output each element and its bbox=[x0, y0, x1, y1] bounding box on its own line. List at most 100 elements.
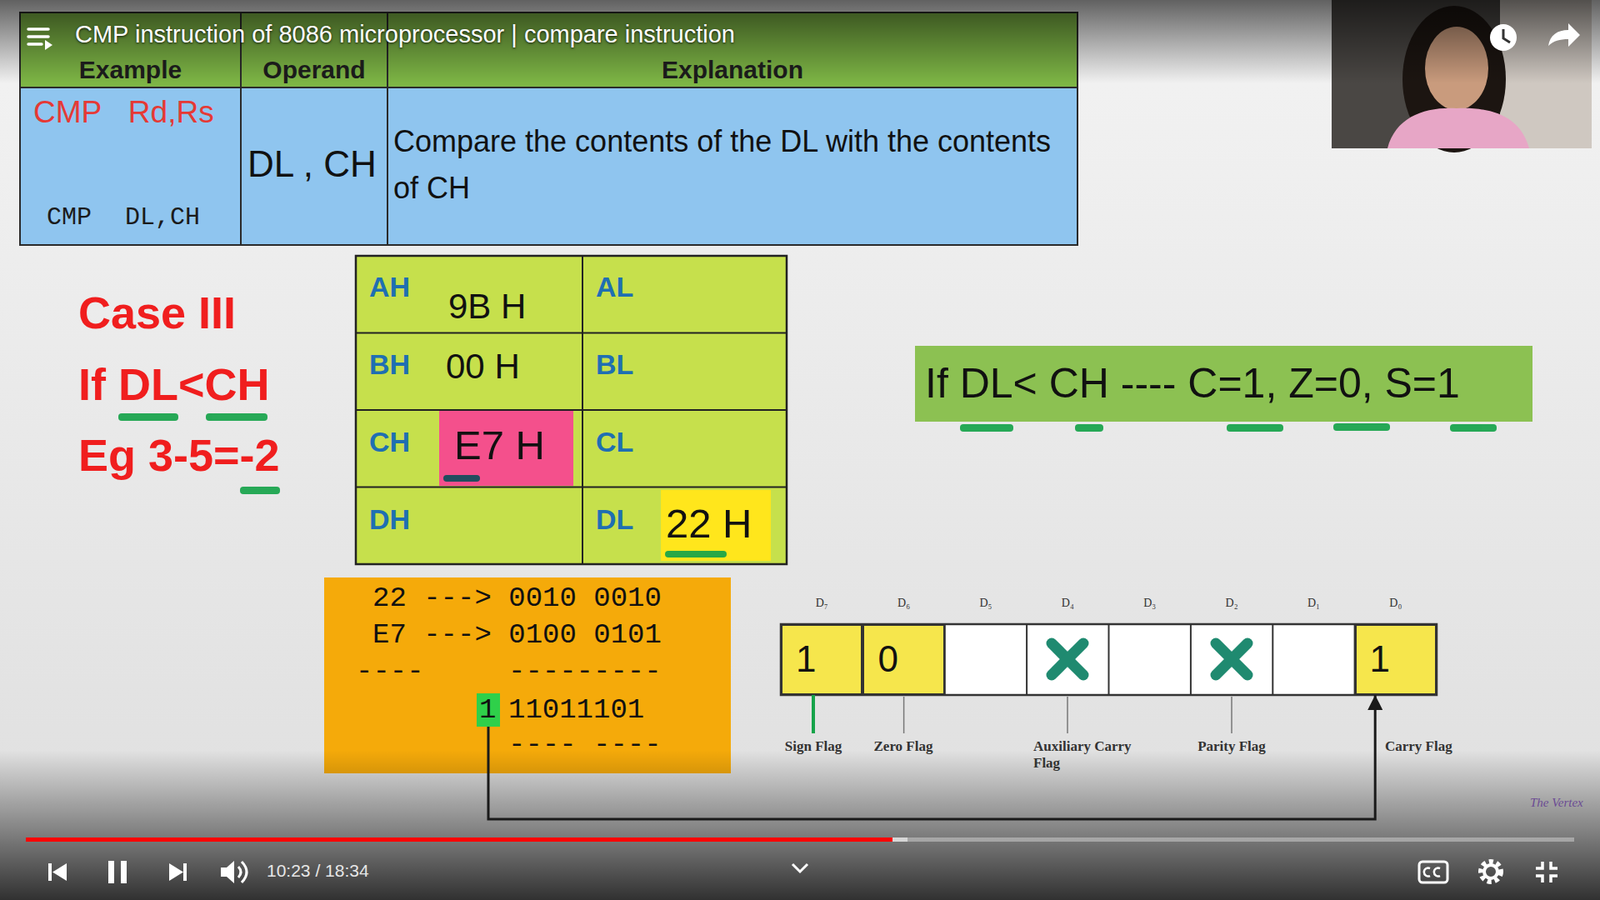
highlight-mark bbox=[960, 424, 1014, 432]
leader-line bbox=[903, 696, 905, 734]
calculation-fill bbox=[324, 577, 731, 774]
exit-fullscreen-icon bbox=[1535, 861, 1543, 869]
volume-icon bbox=[241, 861, 247, 883]
register-name: BH bbox=[369, 348, 410, 381]
chevron-icon bbox=[792, 864, 808, 872]
flag-name: Sign Flag bbox=[771, 738, 855, 755]
register-col-line bbox=[581, 255, 584, 565]
register-row-line bbox=[355, 409, 787, 411]
node-text: 1 bbox=[1370, 625, 1390, 693]
register-row-line bbox=[355, 332, 787, 335]
leader-line bbox=[1230, 696, 1233, 734]
bit-label: D₄ bbox=[1026, 596, 1109, 610]
condition-box: If DL< CH ---- C=1, Z=0, S=1 bbox=[915, 345, 1533, 422]
register-value: 9B H bbox=[448, 286, 526, 327]
highlight-mark bbox=[811, 688, 815, 734]
node-text: ---- ---- bbox=[508, 728, 662, 762]
explanation-text: Compare the contents of the DL with the … bbox=[393, 118, 1070, 212]
volume-icon bbox=[238, 866, 241, 878]
register-row-line bbox=[355, 486, 787, 489]
node-text: --------- bbox=[508, 655, 662, 689]
highlight-mark bbox=[1333, 423, 1390, 431]
register-value: 22 H bbox=[665, 500, 753, 547]
menu-icon bbox=[45, 40, 53, 50]
webcam-shirt bbox=[1387, 108, 1530, 149]
previous-icon bbox=[48, 863, 52, 881]
volume-icon bbox=[220, 860, 235, 884]
node-text: ---- bbox=[355, 655, 425, 689]
register-name: DL bbox=[595, 503, 634, 536]
column-header: Operand bbox=[240, 55, 388, 85]
progress-played bbox=[25, 837, 893, 842]
settings-icon bbox=[1484, 865, 1498, 879]
dont-care-mark bbox=[1215, 643, 1248, 675]
next-icon bbox=[183, 863, 187, 881]
flag-name: Parity Flag bbox=[1190, 738, 1274, 755]
flag-name: Carry Flag bbox=[1385, 738, 1469, 755]
exit-fullscreen-icon bbox=[1550, 861, 1558, 869]
previous-icon bbox=[52, 863, 67, 881]
ch-highlight bbox=[439, 410, 574, 486]
column-header: Explanation bbox=[387, 55, 1078, 85]
flag-name: Auxiliary Carry Flag bbox=[1033, 738, 1146, 771]
menu-icon bbox=[28, 35, 49, 39]
register-name: AH bbox=[369, 270, 410, 304]
next-icon bbox=[169, 863, 184, 881]
operand-text: DL , CH bbox=[247, 143, 377, 186]
exit-fullscreen-icon bbox=[1550, 875, 1558, 883]
dont-care-mark bbox=[1051, 643, 1084, 675]
bit-label: D₅ bbox=[945, 596, 1027, 610]
zero-flag-cell: 0 bbox=[862, 624, 945, 695]
register-value: 00 H bbox=[445, 346, 520, 387]
case-condition: If DL<CH bbox=[78, 358, 270, 410]
captions-icon bbox=[1419, 861, 1448, 883]
bit-label: D₀ bbox=[1355, 596, 1437, 610]
watermark: The Vertex bbox=[1530, 795, 1584, 810]
flag-divider bbox=[1271, 624, 1274, 695]
bit-label: D₃ bbox=[1109, 596, 1191, 610]
node-text: If DL< CH ---- C=1, Z=0, S=1 bbox=[925, 345, 1460, 422]
node-text: E7 ---> 0100 0101 bbox=[372, 618, 662, 652]
bottom-shade bbox=[0, 750, 1600, 900]
node-text: 1 bbox=[795, 625, 816, 693]
flag-register bbox=[780, 624, 1437, 695]
dont-care-mark bbox=[1051, 643, 1084, 675]
menu-icon bbox=[28, 42, 42, 46]
flag-name: Zero Flag bbox=[861, 738, 945, 755]
carry-flag-cell: 1 bbox=[1355, 624, 1437, 695]
sign-flag-cell: 1 bbox=[780, 624, 863, 695]
register-name: CL bbox=[595, 425, 634, 459]
highlight-mark bbox=[240, 486, 280, 495]
bit-label: D₂ bbox=[1190, 596, 1273, 610]
highlight-mark bbox=[1226, 424, 1284, 432]
register-name: CH bbox=[369, 425, 410, 459]
bit-label: D₆ bbox=[862, 596, 945, 610]
bit-label: D₇ bbox=[780, 596, 863, 610]
flag-divider bbox=[1190, 624, 1192, 695]
menu-icon bbox=[28, 27, 49, 31]
flag-divider bbox=[1108, 624, 1110, 695]
highlight-mark bbox=[1450, 424, 1497, 432]
dl-highlight bbox=[660, 490, 771, 561]
dont-care-mark bbox=[1051, 643, 1248, 675]
watch-later-icon bbox=[1490, 24, 1517, 51]
case-heading: Case III bbox=[78, 286, 236, 339]
progress-track bbox=[25, 837, 1575, 842]
example-text: CMP DL,CH bbox=[46, 203, 200, 233]
register-table bbox=[355, 255, 787, 565]
dont-care-mark bbox=[1215, 643, 1248, 675]
highlight-mark bbox=[118, 413, 179, 421]
flag-divider bbox=[1025, 624, 1028, 695]
syntax-text: CMP Rd,Rs bbox=[33, 95, 215, 131]
carry-bit-box: 1 bbox=[476, 693, 500, 727]
settings-icon bbox=[1480, 861, 1501, 882]
register-value: E7 H bbox=[454, 421, 545, 469]
progress-buffered bbox=[25, 837, 908, 842]
column-header: Example bbox=[20, 55, 241, 85]
node-text: 22 ---> 0010 0010 bbox=[372, 581, 662, 615]
highlight-mark bbox=[205, 413, 268, 421]
node-text: 1 bbox=[479, 693, 496, 727]
calculation-box: 22 ---> 0010 0010E7 ---> 0100 0101------… bbox=[324, 577, 731, 774]
share-icon bbox=[1548, 23, 1580, 47]
